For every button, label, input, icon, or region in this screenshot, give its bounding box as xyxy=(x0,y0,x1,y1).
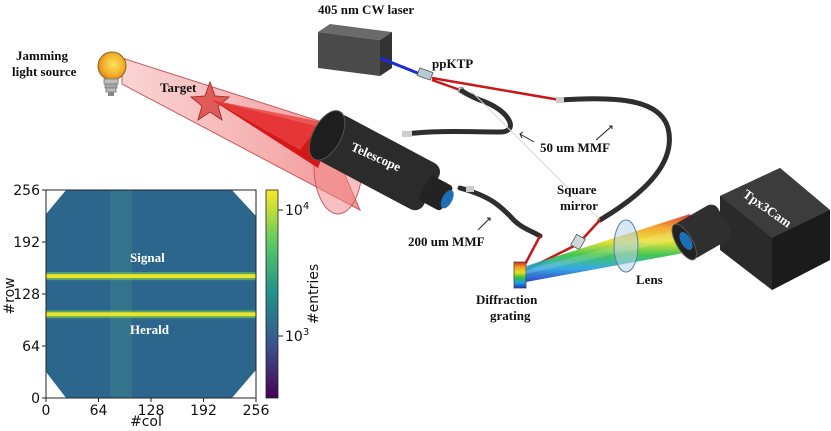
dispersed-spectrum xyxy=(526,214,700,282)
square-mirror-label-line2: mirror xyxy=(560,198,598,213)
x-tick-label: 256 xyxy=(243,403,270,419)
y-tick-label: 0 xyxy=(31,391,40,407)
jamming-label-line2: light source xyxy=(12,64,77,79)
beam-guide xyxy=(469,89,601,221)
pump-beam xyxy=(379,56,421,76)
lens-label: Lens xyxy=(636,272,663,287)
colorbar-label: #entries xyxy=(306,264,322,324)
herald-row xyxy=(46,312,256,317)
x-axis-label: #col xyxy=(130,414,162,430)
jamming-label-line1: Jamming xyxy=(16,48,69,63)
y-tick-label: 192 xyxy=(13,235,40,251)
y-axis-label: #row xyxy=(2,277,18,314)
fiber-200um xyxy=(457,185,543,239)
fiber-50um-label: 50 um MMF xyxy=(540,140,610,155)
ppktp-output-beams xyxy=(431,76,561,102)
fiber-annotation-arrows xyxy=(477,125,613,231)
signal-label: Signal xyxy=(130,250,165,265)
square-mirror-label-line1: Square xyxy=(557,182,597,197)
y-tick-label: 256 xyxy=(13,183,40,199)
light-bulb-icon xyxy=(97,51,127,96)
detector-inset: Signal Herald 0 64 128 192 256 0 64 128 192 256 #… xyxy=(2,183,322,430)
tpx3cam-camera xyxy=(671,168,830,290)
x-tick-label: 64 xyxy=(90,403,108,419)
grating-label-line1: Diffraction xyxy=(476,292,538,307)
laser-box xyxy=(318,24,392,76)
y-tick-label: 64 xyxy=(22,339,40,355)
target-label: Target xyxy=(160,80,197,95)
fiber-200um-label: 200 um MMF xyxy=(408,234,485,249)
x-tick-label: 0 xyxy=(42,403,51,419)
y-tick-label: 128 xyxy=(13,287,40,303)
ppktp-label: ppKTP xyxy=(432,56,473,71)
detector-bright-column xyxy=(110,190,132,398)
colorbar xyxy=(265,189,279,399)
lens xyxy=(613,219,639,273)
signal-beam-cone xyxy=(212,100,332,168)
x-tick-label: 128 xyxy=(138,403,165,419)
target-star-icon xyxy=(189,80,231,122)
telescope xyxy=(308,110,454,211)
ppktp-crystal xyxy=(416,67,434,81)
herald-label: Herald xyxy=(130,322,170,337)
laser-label: 405 nm CW laser xyxy=(318,2,414,17)
colorbar-tick-low: 103 xyxy=(285,327,309,345)
fiber-50um xyxy=(402,88,672,223)
x-tick-label: 192 xyxy=(190,403,217,419)
colorbar-tick-high: 104 xyxy=(285,201,309,219)
square-mirror xyxy=(570,233,586,251)
grating-label-line2: grating xyxy=(490,308,531,323)
diffraction-grating xyxy=(513,261,527,289)
signal-row xyxy=(46,274,256,279)
